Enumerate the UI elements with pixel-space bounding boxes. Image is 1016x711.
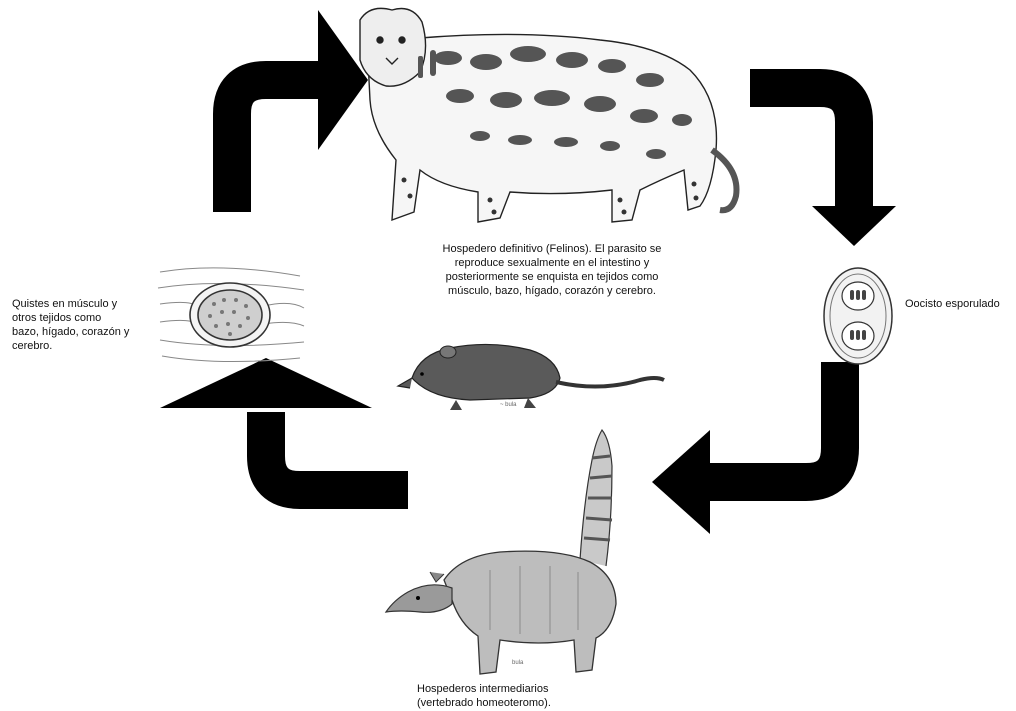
oocyst-caption: Oocisto esporulado: [905, 297, 1015, 311]
tissue-cyst-drawing: [158, 268, 304, 362]
svg-text:~ bula: ~ bula: [500, 402, 517, 408]
coati-drawing: bula: [386, 430, 616, 674]
arrow-to-oocyst: [750, 88, 896, 246]
definitive-host-caption: Hospedero definitivo (Felinos). El paras…: [402, 242, 702, 298]
tissue-cysts-caption: Quistes en músculo y otros tejidos como …: [12, 297, 162, 353]
arrow-to-cyst: [160, 358, 408, 490]
ocelot-drawing: [360, 8, 737, 222]
svg-text:bula: bula: [512, 660, 524, 666]
arrow-to-ocelot: [232, 10, 368, 212]
arrow-to-intermediate: [652, 362, 840, 534]
rodent-drawing: ~ bula: [398, 344, 664, 410]
intermediate-hosts-caption: Hospederos intermediarios (vertebrado ho…: [417, 682, 637, 710]
oocyst-drawing: [824, 268, 892, 364]
